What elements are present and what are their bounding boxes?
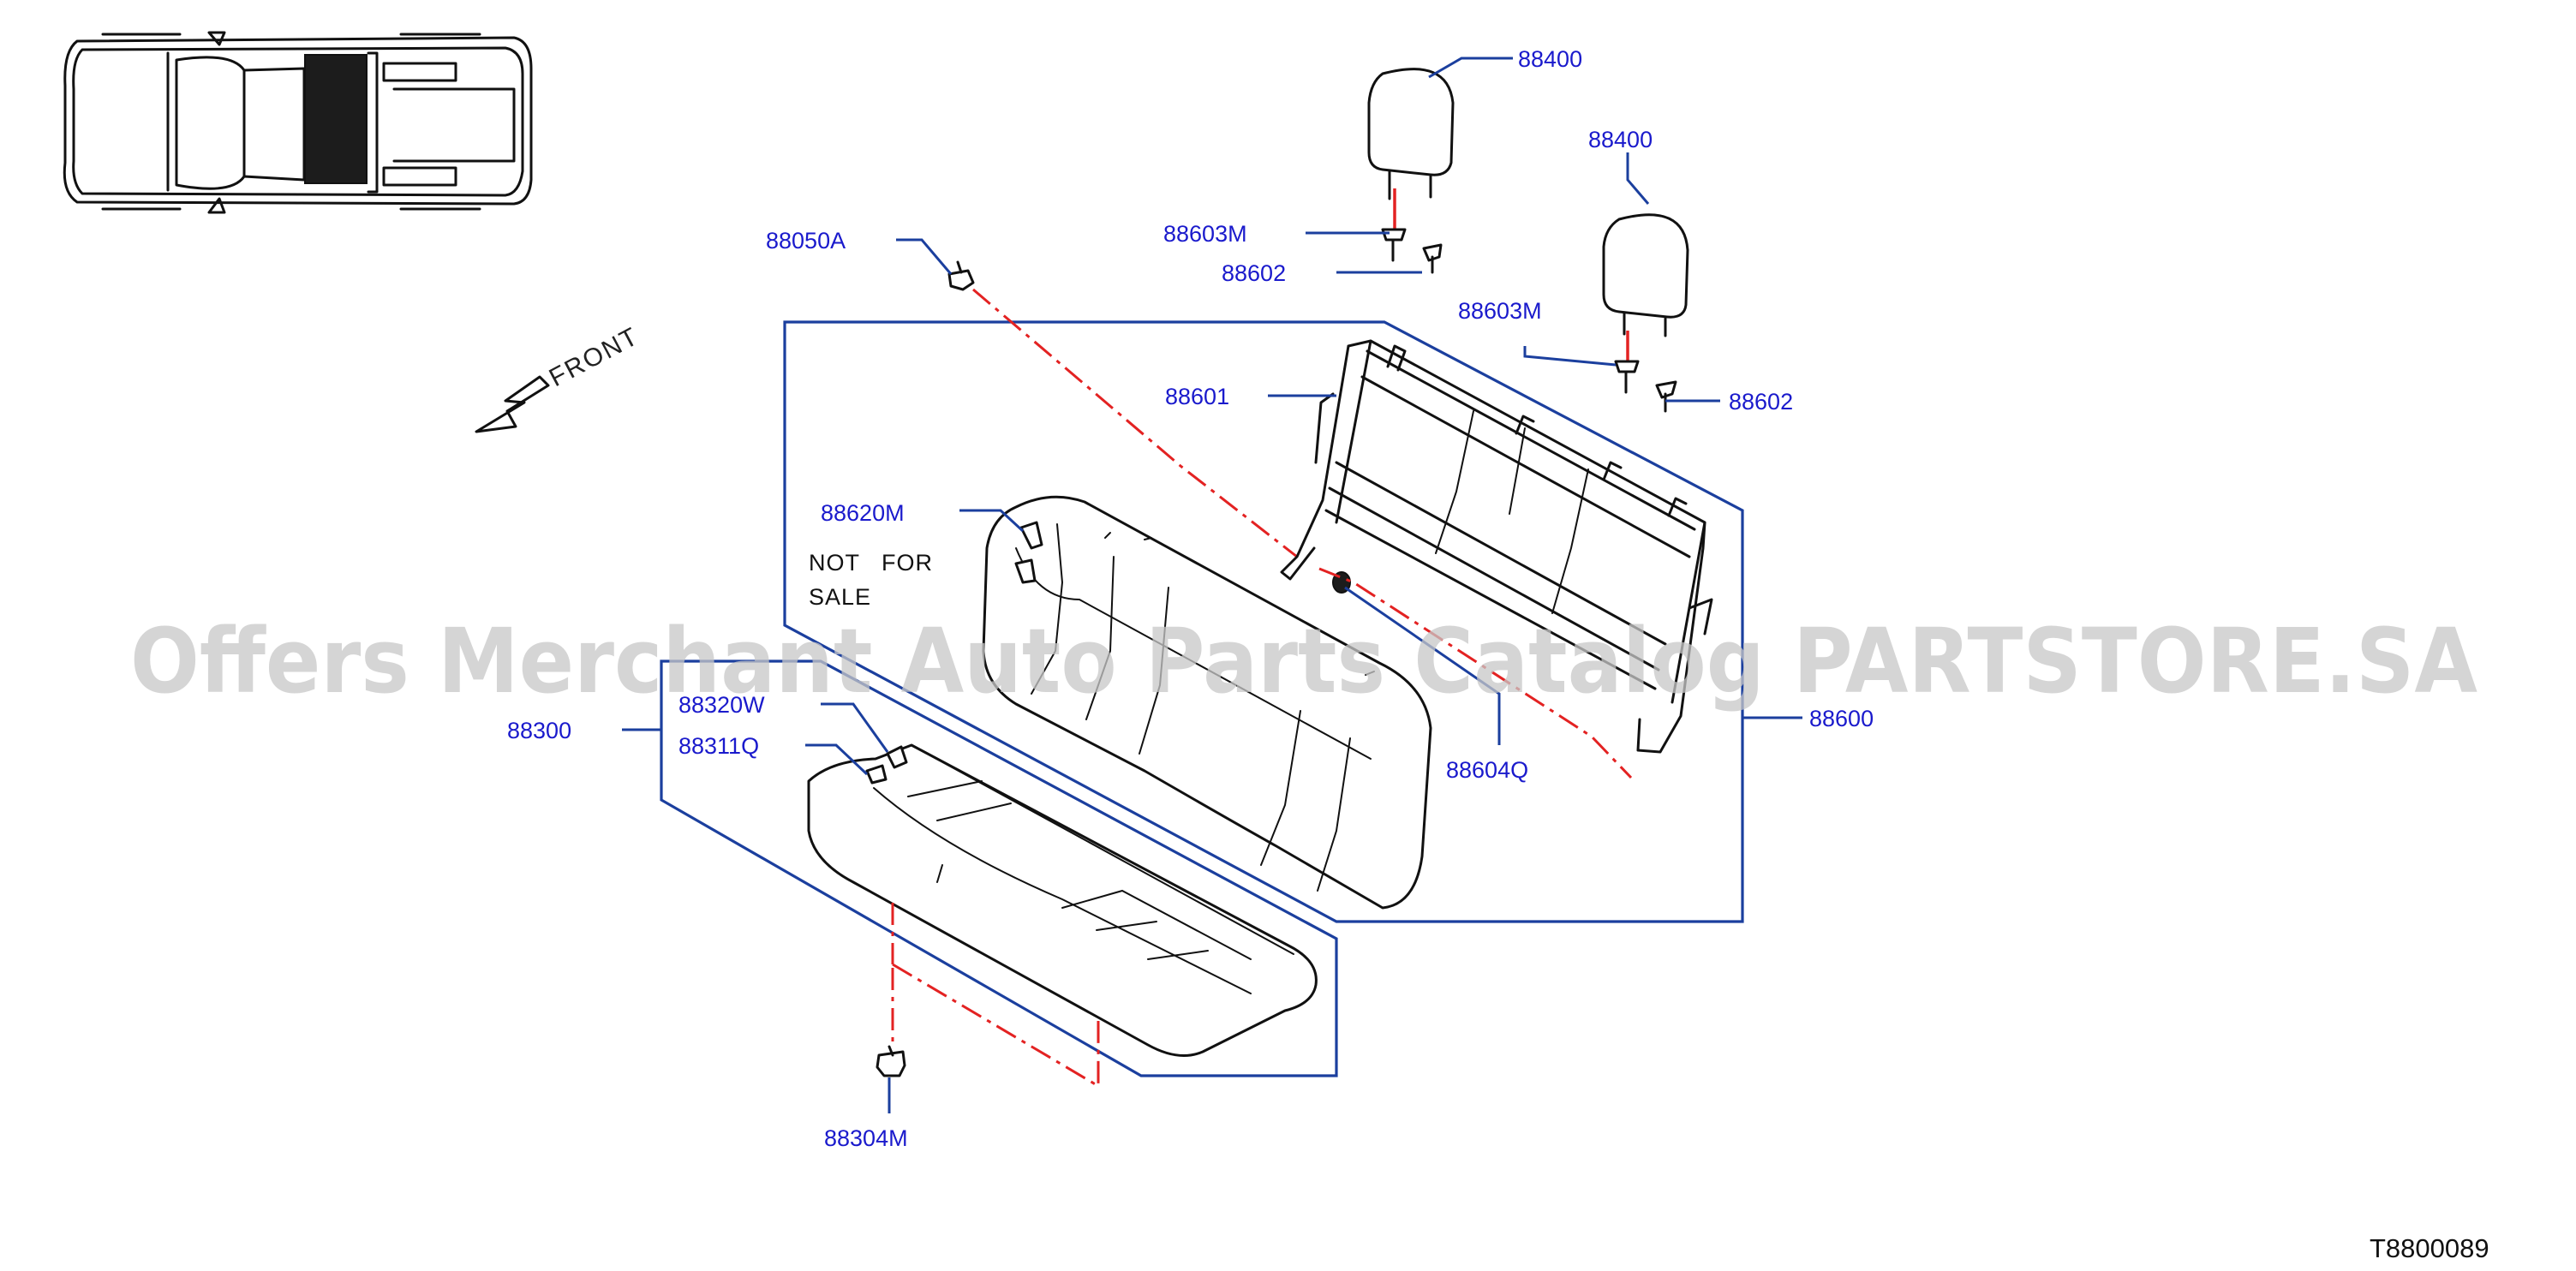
vehicle-top-view <box>63 31 533 214</box>
label-88603M-upper[interactable]: 88603M <box>1163 221 1247 247</box>
highlighted-rear-seat <box>304 54 368 184</box>
clip-88050A[interactable] <box>947 260 975 291</box>
hook-88304M[interactable] <box>876 1045 906 1077</box>
not-for-sale-note-line1: NOT FOR <box>809 550 933 576</box>
clip-88320W-88311Q[interactable] <box>865 745 908 785</box>
headrest-guide-locks <box>1381 188 1677 413</box>
headrest-lower[interactable] <box>1602 213 1689 337</box>
seat-cushion[interactable] <box>807 743 1318 1057</box>
label-88620M[interactable]: 88620M <box>821 500 905 526</box>
seat-back-frame[interactable] <box>1280 339 1713 754</box>
assembly-line-frame <box>1318 567 1633 779</box>
label-88602-upper[interactable]: 88602 <box>1222 260 1286 286</box>
label-88320W[interactable]: 88320W <box>678 692 765 718</box>
headrest-upper[interactable] <box>1367 68 1455 200</box>
label-88300[interactable]: 88300 <box>507 718 571 743</box>
watermark: Offers Merchant Auto Parts Catalog PARTS… <box>130 609 2477 713</box>
front-direction-arrow: FRONT <box>475 322 644 433</box>
label-88602-lower[interactable]: 88602 <box>1729 389 1793 415</box>
diagram-code: T8800089 <box>2370 1233 2489 1263</box>
seat-back-trim[interactable] <box>982 495 1432 910</box>
front-label: FRONT <box>545 322 644 392</box>
seat-cushion-group-box <box>660 659 1338 1077</box>
label-88604Q[interactable]: 88604Q <box>1446 757 1528 783</box>
leader-lines <box>622 57 1802 1113</box>
label-88600[interactable]: 88600 <box>1809 706 1874 731</box>
label-88601[interactable]: 88601 <box>1165 384 1229 409</box>
part-labels: 88400 88400 88603M 88602 88603M 88602 88… <box>507 46 1874 1151</box>
label-88311Q[interactable]: 88311Q <box>678 733 759 759</box>
label-88304M[interactable]: 88304M <box>824 1125 908 1151</box>
label-88400-upper[interactable]: 88400 <box>1518 46 1582 72</box>
label-88400-lower[interactable]: 88400 <box>1588 127 1653 152</box>
cushion-assembly-lines <box>891 903 1100 1089</box>
label-88603M-lower[interactable]: 88603M <box>1458 298 1542 324</box>
seat-back-group-box <box>783 320 1744 923</box>
not-for-sale-note-line2: SALE <box>809 584 871 610</box>
assembly-line-clip <box>972 288 1298 558</box>
clip-88620M[interactable] <box>1014 521 1043 584</box>
label-88050A[interactable]: 88050A <box>766 228 846 254</box>
